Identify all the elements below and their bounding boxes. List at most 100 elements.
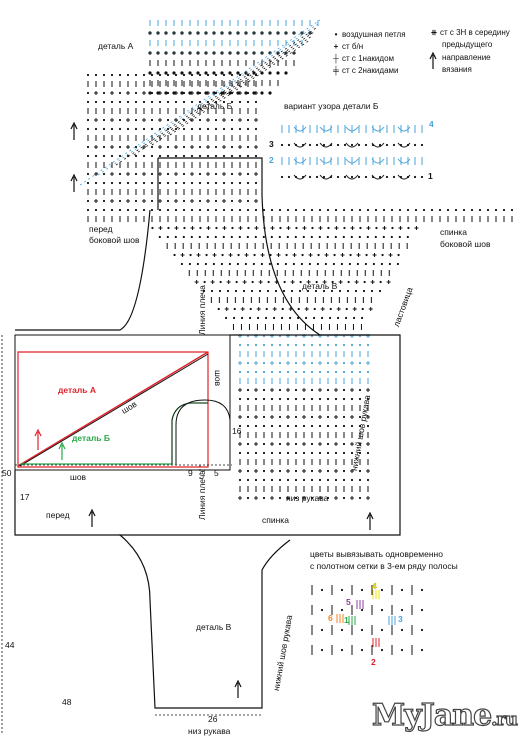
- schematic-shoulder: Линия плеча: [197, 470, 207, 520]
- chain-stitch: [346, 289, 350, 293]
- chain-stitch: [150, 145, 154, 149]
- chain-stitch: [254, 451, 258, 455]
- chain-stitch: [338, 289, 342, 293]
- chain-stitch: [232, 316, 236, 320]
- chain-stitch: [326, 235, 329, 239]
- color-note-line2: с полотном сетки в 3-ем ряду полосы: [310, 561, 458, 571]
- chain-stitch: [308, 143, 312, 147]
- chain-stitch: [212, 51, 216, 55]
- chain-stitch: [148, 71, 152, 75]
- flower-motif: [319, 158, 333, 164]
- chain-stitch: [278, 496, 282, 500]
- chain-stitch: [294, 388, 298, 392]
- chain-stitch: [366, 235, 369, 239]
- chain-stitch: [206, 127, 210, 131]
- chain-stitch: [198, 181, 202, 185]
- schematic-detail-v: деталь В: [196, 622, 232, 632]
- chain-stitch: [222, 100, 226, 104]
- chain-stitch: [378, 143, 382, 147]
- chain-stitch: [158, 235, 161, 239]
- chain-stitch: [182, 91, 186, 95]
- chain-stitch: [246, 118, 250, 122]
- chain-stitch: [294, 397, 298, 401]
- chain-stitch: [400, 648, 404, 652]
- chain-stitch: [235, 280, 238, 284]
- chain-stitch: [199, 226, 202, 230]
- chain-stitch: [370, 289, 374, 293]
- dim-50: 50: [2, 468, 12, 478]
- chain-stitch: [214, 181, 218, 185]
- chain-stitch: [102, 154, 106, 158]
- chain-stitch: [326, 496, 330, 500]
- chain-stitch: [340, 262, 344, 266]
- chain-stitch: [262, 496, 266, 500]
- chain-stitch: [230, 172, 234, 176]
- chain-stitch: [374, 208, 378, 212]
- chain-stitch: [454, 208, 458, 212]
- chain-stitch: [190, 100, 194, 104]
- chain-stitch: [342, 208, 346, 212]
- chain-stitch: [180, 51, 184, 55]
- chain-stitch: [310, 424, 314, 428]
- chain-stitch: [158, 154, 162, 158]
- chain-stitch: [228, 91, 232, 95]
- chain-stitch: [318, 451, 322, 455]
- chain-stitch: [206, 181, 210, 185]
- chain-stitch: [366, 208, 370, 212]
- schematic-back: спинка: [262, 515, 289, 525]
- chain-stitch: [318, 424, 322, 428]
- flower-motif: [345, 126, 359, 132]
- chain-stitch: [342, 397, 346, 401]
- chain-stitch: [272, 316, 276, 320]
- chain-stitch: [342, 469, 346, 473]
- chain-stitch: [158, 100, 162, 104]
- chain-stitch: [102, 91, 106, 95]
- chain-stitch: [238, 208, 242, 212]
- chart-label-detail-b: деталь Б: [197, 101, 233, 111]
- chain-stitch: [150, 127, 154, 131]
- chain-stitch: [360, 608, 364, 612]
- chain-stitch: [174, 100, 178, 104]
- flower-motif: [345, 174, 359, 180]
- chain-stitch: [350, 451, 354, 455]
- chain-stitch: [238, 397, 242, 401]
- chart-label-detail-v: деталь В: [302, 281, 338, 291]
- chain-stitch: [196, 31, 200, 35]
- chain-stitch: [150, 73, 154, 77]
- chain-stitch: [302, 397, 306, 401]
- chain-stitch: [102, 145, 106, 149]
- chain-stitch: [251, 280, 254, 284]
- legend-chain-text: воздушная петля: [342, 30, 406, 39]
- chain-stitch: [358, 424, 362, 428]
- chain-stitch: [230, 208, 234, 212]
- chain-stitch: [198, 100, 202, 104]
- chain-stitch: [230, 145, 234, 149]
- chain-stitch: [302, 208, 306, 212]
- chain-stitch: [322, 175, 326, 179]
- flower-motif: [293, 174, 307, 180]
- chain-stitch: [142, 100, 146, 104]
- chain-stitch: [310, 478, 314, 482]
- chain-stitch: [360, 588, 364, 592]
- chain-stitch: [364, 262, 368, 266]
- chain-stitch: [198, 208, 202, 212]
- chain-stitch: [219, 280, 222, 284]
- chain-stitch: [238, 451, 242, 455]
- chain-stitch: [246, 424, 250, 428]
- chain-stitch: [150, 199, 154, 203]
- chain-stitch: [134, 91, 138, 95]
- chain-stitch: [340, 608, 344, 612]
- chart-label-shoulder: Линия плеча: [197, 285, 207, 335]
- chain-stitch: [262, 451, 266, 455]
- chain-stitch: [388, 262, 392, 266]
- chain-stitch: [228, 31, 232, 35]
- chain-stitch: [282, 289, 286, 293]
- chain-stitch: [326, 451, 330, 455]
- chain-stitch: [413, 175, 417, 179]
- chart-label-sleeve-bottom: низ рукава: [286, 493, 329, 503]
- chain-stitch: [150, 181, 154, 185]
- chain-stitch: [268, 91, 272, 95]
- chain-stitch: [156, 71, 160, 75]
- chain-stitch: [313, 307, 316, 311]
- chain-stitch: [310, 370, 314, 374]
